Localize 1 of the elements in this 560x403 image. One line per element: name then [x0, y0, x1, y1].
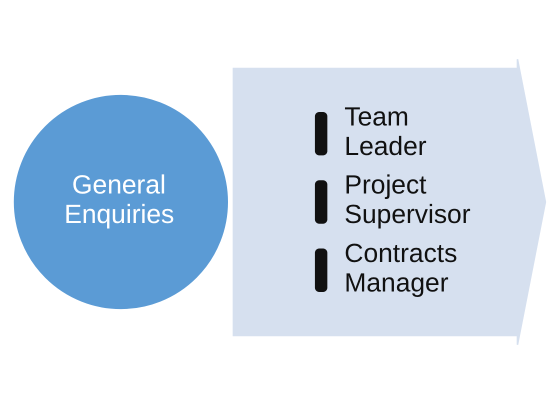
node-circle: General Enquiries: [14, 94, 228, 309]
